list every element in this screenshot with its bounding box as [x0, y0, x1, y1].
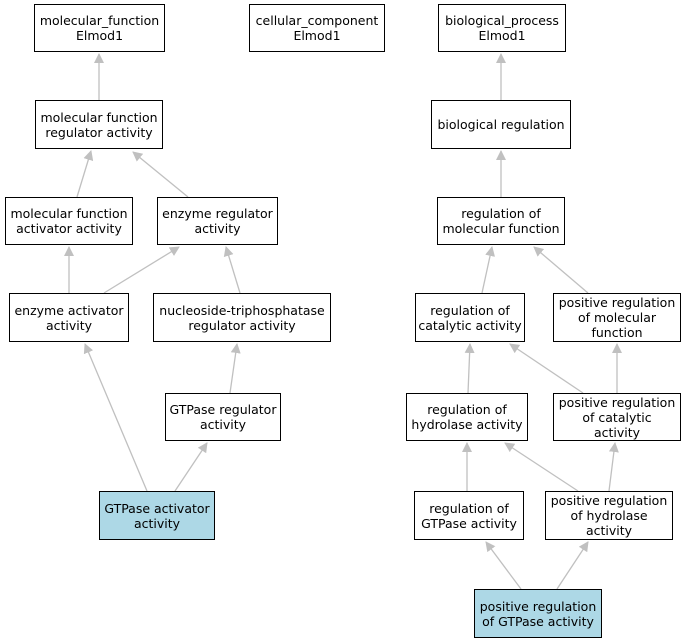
node-molecular-function-activator-activity[interactable]: molecular function activator activity: [5, 197, 133, 245]
node-regulation-of-hydrolase-activity[interactable]: regulation of hydrolase activity: [406, 393, 528, 441]
node-cellular-component-root[interactable]: cellular_component Elmod1: [249, 4, 385, 52]
node-positive-regulation-of-gtpase-activity[interactable]: positive regulation of GTPase activity: [474, 589, 602, 638]
edge-pos-reg-catalytic-to-reg-catalytic: [509, 343, 584, 394]
edge-reg-hydrolase-to-reg-catalytic: [464, 343, 475, 394]
node-nucleoside-triphosphatase-regulator-activity[interactable]: nucleoside-triphosphatase regulator acti…: [153, 293, 331, 342]
edge-enzyme-activator-to-enzyme-regulator: [103, 246, 180, 294]
node-gtpase-activator-activity[interactable]: GTPase activator activity: [99, 491, 215, 540]
node-enzyme-activator-activity[interactable]: enzyme activator activity: [9, 293, 129, 342]
node-regulation-of-molecular-function[interactable]: regulation of molecular function: [437, 197, 565, 245]
edge-pos-reg-mol-function-to-reg-mol-function: [533, 246, 589, 294]
node-positive-regulation-of-hydrolase-activity[interactable]: positive regulation of hydrolase activit…: [545, 491, 673, 540]
edge-pos-reg-gtpase-to-reg-gtpase: [485, 541, 522, 590]
node-enzyme-regulator-activity[interactable]: enzyme regulator activity: [157, 197, 278, 245]
node-gtpase-regulator-activity[interactable]: GTPase regulator activity: [165, 393, 281, 441]
node-biological-regulation[interactable]: biological regulation: [431, 100, 571, 149]
edge-pos-reg-gtpase-to-pos-reg-hydrolase: [556, 541, 589, 590]
node-positive-regulation-of-molecular-function[interactable]: positive regulation of molecular functio…: [553, 293, 681, 342]
edge-mf-activator-to-mf-regulator: [76, 150, 94, 198]
node-molecular-function-regulator-activity[interactable]: molecular function regulator activity: [35, 100, 163, 149]
node-positive-regulation-of-catalytic-activity[interactable]: positive regulation of catalytic activit…: [553, 393, 681, 441]
edge-reg-catalytic-to-reg-mol-function: [481, 246, 495, 294]
edge-gtpase-regulator-to-ntpase-regulator: [229, 343, 241, 394]
edge-enzyme-regulator-to-mf-regulator: [132, 151, 189, 198]
node-regulation-of-gtpase-activity[interactable]: regulation of GTPase activity: [414, 491, 524, 540]
node-molecular-function-root[interactable]: molecular_function Elmod1: [34, 4, 165, 52]
edge-ntpase-regulator-to-enzyme-regulator: [223, 246, 241, 294]
edge-pos-reg-hydrolase-to-reg-hydrolase: [504, 442, 579, 492]
edge-gtpase-activator-to-enzyme-activator: [83, 343, 148, 492]
edge-pos-reg-hydrolase-to-pos-reg-catalytic: [608, 442, 619, 492]
node-biological-process-root[interactable]: biological_process Elmod1: [438, 4, 566, 52]
node-regulation-of-catalytic-activity[interactable]: regulation of catalytic activity: [415, 293, 525, 342]
edge-gtpase-activator-to-gtpase-regulator: [174, 442, 208, 492]
